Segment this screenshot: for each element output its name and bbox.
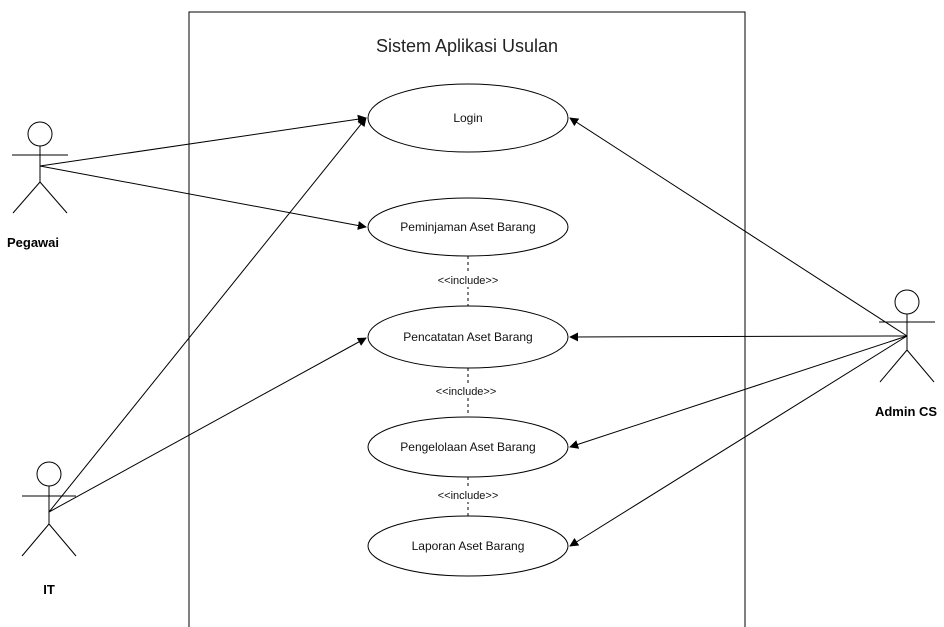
actor-it[interactable]: IT	[21, 461, 77, 597]
use-case-peminjaman-label: Peminjaman Aset Barang	[400, 220, 535, 234]
admin-pencatatan-link	[569, 332, 908, 342]
include-label-2: <<include>>	[436, 386, 497, 398]
admin-pengelolaan-link	[569, 335, 908, 449]
use-case-login-label: Login	[453, 111, 482, 125]
association-lines	[39, 114, 908, 547]
use-case-login[interactable]: Login	[367, 83, 569, 153]
stick-figure-icon	[21, 461, 77, 557]
stick-figure-icon	[879, 289, 935, 383]
use-case-peminjaman-ellipse[interactable]	[367, 197, 569, 257]
admin-laporan-link	[569, 335, 908, 547]
use-case-pengelolaan-label: Pengelolaan Aset Barang	[400, 440, 535, 454]
use-case-login-ellipse[interactable]	[367, 83, 569, 153]
use-case-pencatatan[interactable]: Pencatatan Aset Barang	[367, 305, 569, 369]
use-case-laporan[interactable]: Laporan Aset Barang	[367, 515, 569, 577]
stick-figure-icon	[12, 121, 68, 214]
actor-admin-cs-label: Admin CS	[875, 404, 937, 419]
pegawai-peminjaman-link	[39, 165, 367, 230]
actor-pegawai-label: Pegawai	[7, 235, 59, 250]
include-label-bg-2	[426, 384, 506, 398]
actor-pegawai[interactable]: Pegawai	[7, 121, 68, 250]
use-case-laporan-label: Laporan Aset Barang	[412, 539, 525, 553]
system-title: Sistem Aplikasi Usulan	[376, 36, 558, 56]
include-label-3: <<include>>	[438, 490, 499, 502]
include-label-bg-3	[428, 488, 508, 502]
use-case-laporan-ellipse[interactable]	[367, 515, 569, 577]
use-case-pengelolaan-ellipse[interactable]	[367, 416, 569, 478]
actor-it-label: IT	[43, 582, 55, 597]
include-label-1: <<include>>	[438, 275, 499, 287]
include-label-bg-1	[428, 273, 508, 287]
actor-admin-cs[interactable]: Admin CS	[875, 289, 937, 419]
use-case-peminjaman[interactable]: Peminjaman Aset Barang	[367, 197, 569, 257]
use-case-pengelolaan[interactable]: Pengelolaan Aset Barang	[367, 416, 569, 478]
it-login-link	[48, 117, 367, 513]
use-case-pencatatan-label: Pencatatan Aset Barang	[403, 330, 532, 344]
it-pencatatan-link	[48, 337, 367, 513]
system-boundary	[188, 11, 746, 627]
pegawai-login-link	[39, 114, 367, 167]
admin-login-link	[569, 117, 908, 337]
use-case-pencatatan-ellipse[interactable]	[367, 305, 569, 369]
